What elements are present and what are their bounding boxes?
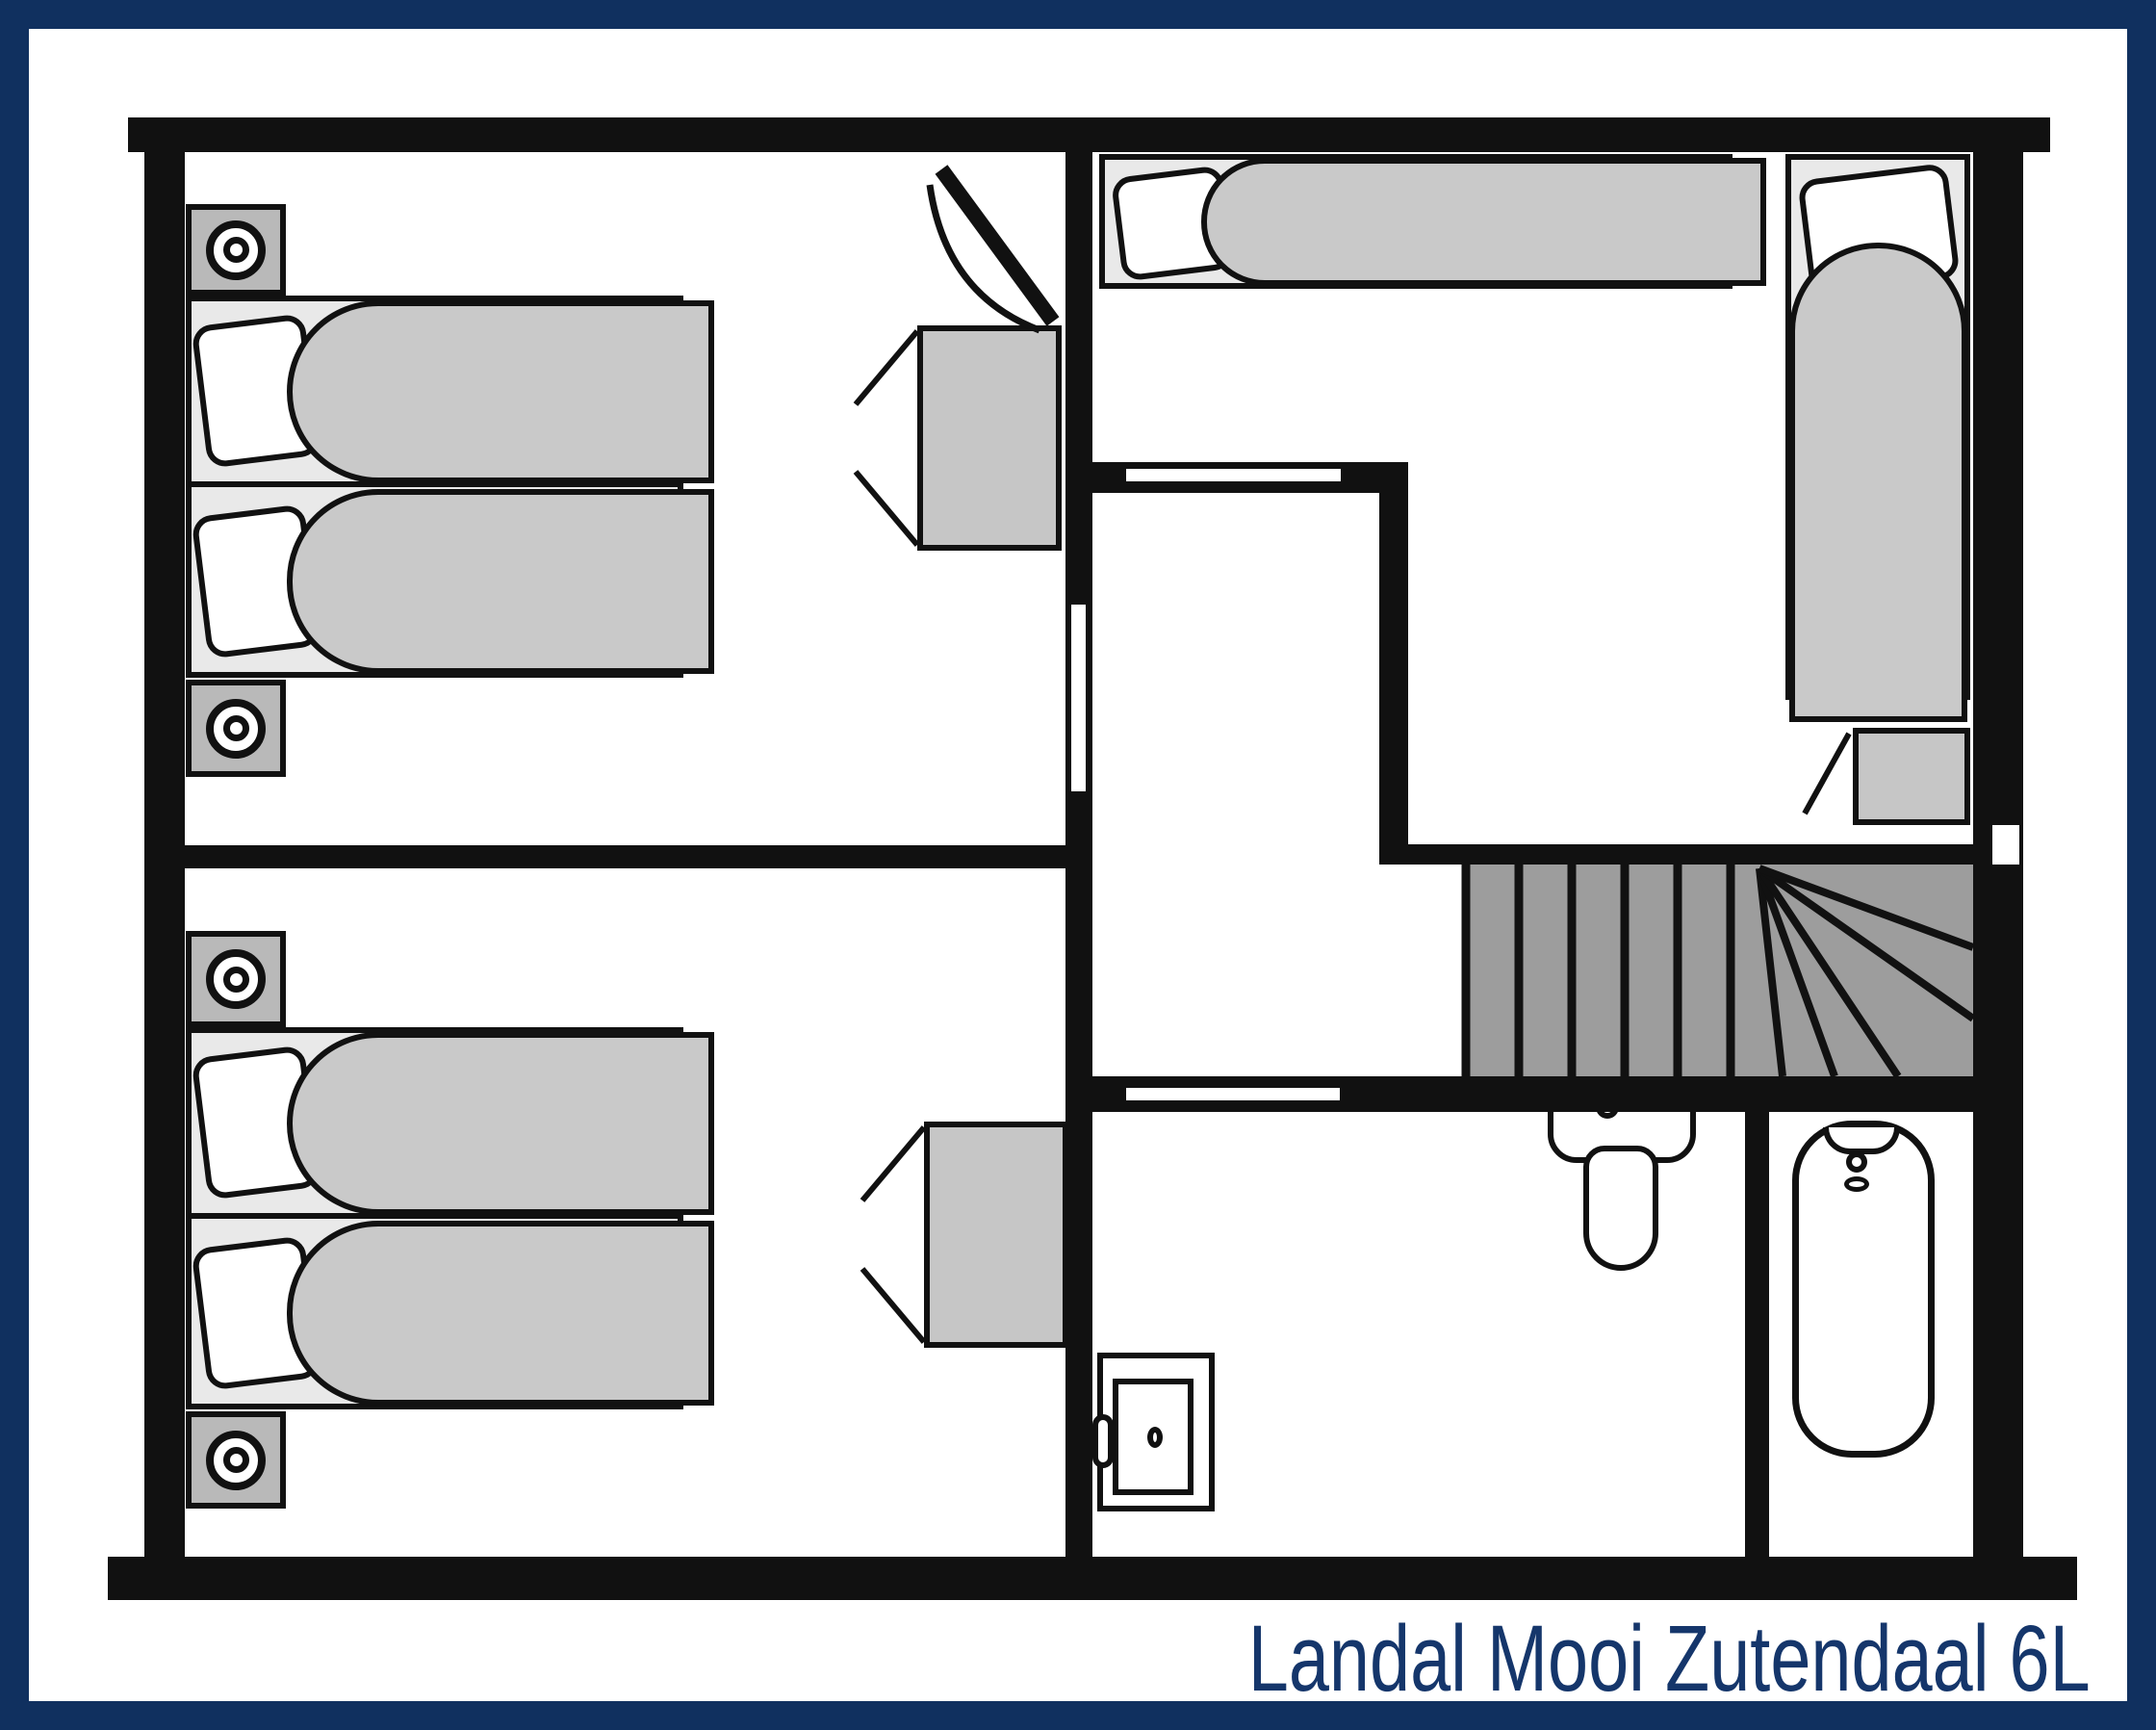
door-swing-arc — [926, 184, 1041, 334]
bedside-lamp-icon — [206, 219, 266, 280]
bed-duvet — [1201, 158, 1766, 286]
wardrobe-door-line — [860, 1125, 927, 1202]
bedside-lamp-icon — [206, 1430, 266, 1490]
bed-duvet — [287, 489, 714, 674]
bed-duvet — [287, 1032, 714, 1215]
bathtub — [1792, 1121, 1935, 1458]
central-wall — [1065, 152, 1092, 1557]
nightstand — [186, 680, 286, 777]
exterior-wall-bottom — [108, 1557, 2077, 1600]
bed-duvet — [287, 1221, 714, 1406]
door-opening — [1071, 605, 1086, 791]
washbasin-knob — [1147, 1427, 1163, 1448]
cabinet-door-line — [1802, 732, 1852, 815]
washbasin-inner — [1113, 1379, 1194, 1495]
landing-wall-right — [1379, 493, 1408, 865]
bed-duvet — [1789, 243, 1967, 722]
wardrobe — [924, 1122, 1068, 1348]
toilet-bowl — [1583, 1146, 1658, 1271]
wardrobe-door-line — [853, 329, 920, 406]
washbasin-handle — [1092, 1414, 1114, 1468]
exterior-wall-left — [144, 152, 185, 1557]
bed-duvet — [287, 300, 714, 483]
nightstand — [186, 204, 286, 296]
bathroom-inner-wall — [1745, 1112, 1769, 1557]
wardrobe-door-line — [853, 470, 920, 547]
bedroom-divider-wall — [185, 845, 1065, 868]
bedside-lamp-icon — [206, 698, 266, 759]
staircase — [1466, 865, 1973, 1076]
bedside-lamp-icon — [206, 949, 266, 1009]
stairs-wall-top — [1408, 844, 1992, 865]
bathtub-tap-knob — [1846, 1151, 1867, 1173]
plan-title: Landal Mooi Zutendaal 6L — [1248, 1606, 2091, 1711]
wardrobe-door-line — [860, 1267, 927, 1344]
door-opening — [1126, 469, 1341, 481]
plan-canvas: Landal Mooi Zutendaal 6L — [29, 29, 2127, 1710]
exterior-wall-top — [128, 117, 2050, 152]
nightstand — [186, 1411, 286, 1509]
nightstand — [186, 931, 286, 1027]
door-opening — [1126, 1088, 1340, 1100]
door-leaf — [935, 165, 1060, 326]
wall-notch — [1992, 825, 2019, 865]
bedside-cabinet — [1853, 728, 1970, 825]
wardrobe — [917, 325, 1062, 551]
bathtub-drain — [1844, 1176, 1869, 1192]
